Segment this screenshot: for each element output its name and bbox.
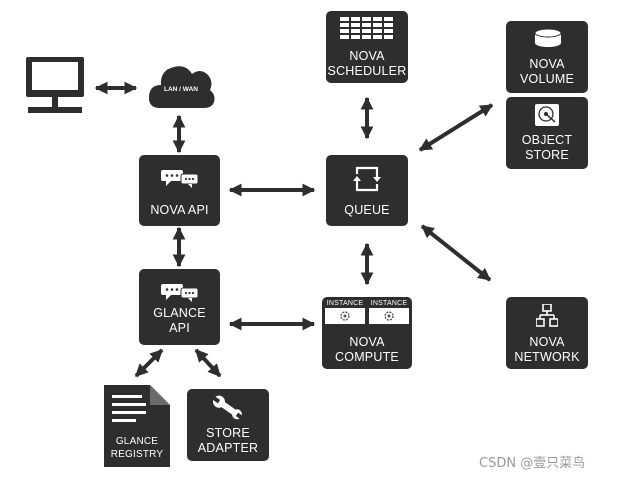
chat-bubbles-icon [161,170,199,188]
lan-wan-label: LAN / WAN [164,86,198,93]
instance-box-1 [325,308,365,324]
glance-registry-label-line1: GLANCE [115,436,159,447]
arrow-queue-network [420,224,492,282]
nova-compute-label-line1: NOVA [349,335,385,349]
nova-network-node: NOVA NETWORK [506,297,588,369]
gear-icon [384,311,394,321]
queue-node: QUEUE [326,155,408,226]
nova-api-node: NOVA API [139,155,220,226]
watermark-text: CSDN @壹只菜鸟 [479,456,586,471]
instance-tag: INSTANCE [325,299,365,308]
glance-api-node: GLANCE API [139,269,220,345]
nova-network-label-line1: NOVA [529,335,565,349]
chat-bubbles-icon [161,284,199,302]
object-store-label-line1: OBJECT [521,133,573,147]
queue-label: QUEUE [344,203,390,217]
object-store-node: OBJECT STORE [506,97,588,169]
nova-compute-node: INSTANCE INSTANCE NOVA COMPUTE [322,297,412,369]
store-adapter-node: STORE ADAPTER [187,389,269,461]
wrench-icon [212,395,244,420]
instance-box-2 [369,308,409,324]
network-topology-icon [536,304,558,327]
arrow-glanceapi-registry [134,348,164,378]
text-line-icon [112,411,146,414]
text-line-icon [112,395,142,398]
schedule-grid-icon [340,17,393,39]
lan-wan-cloud: LAN / WAN [148,66,215,108]
text-line-icon [112,419,136,422]
store-adapter-label-line1: STORE [206,426,250,440]
refresh-cycle-icon [353,166,381,192]
object-store-label-line2: STORE [525,148,569,162]
nova-scheduler-label-line1: NOVA [349,49,385,63]
nova-network-label-line2: NETWORK [514,350,580,364]
hard-drive-icon [535,104,559,126]
glance-registry-node [104,385,170,467]
gear-icon [340,311,350,321]
nova-scheduler-label-line2: SCHEDULER [327,64,407,78]
glance-api-label-line2: API [169,321,190,335]
nova-compute-label-line2: COMPUTE [335,350,399,364]
disk-cylinder-icon [534,28,562,47]
arrow-glanceapi-adapter [194,348,222,378]
nova-volume-label-line2: VOLUME [520,72,574,86]
glance-api-label-line1: GLANCE [153,306,206,320]
text-line-icon [112,403,146,406]
computer-icon [26,57,84,113]
nova-volume-node: NOVA VOLUME [506,21,588,93]
store-adapter-label-line2: ADAPTER [197,441,259,455]
nova-api-label: NOVA API [150,203,209,217]
glance-registry-label-line2: REGISTRY [110,449,164,460]
nova-scheduler-node: NOVA SCHEDULER [326,11,408,83]
instance-tag: INSTANCE [369,299,409,308]
arrow-queue-storage [418,103,494,152]
nova-volume-label-line1: NOVA [529,57,565,71]
